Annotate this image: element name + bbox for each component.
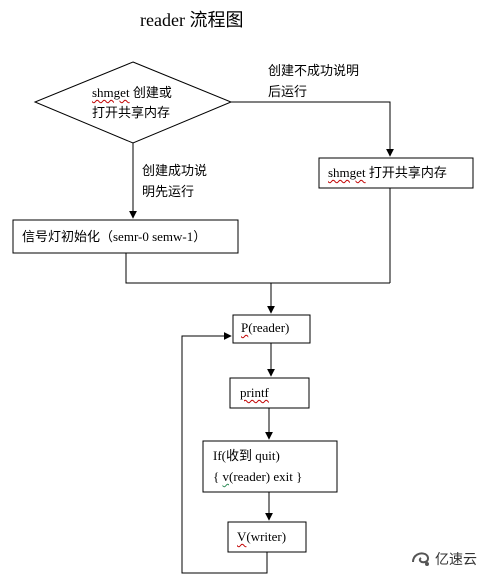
success-label-line1: 创建成功说 [142,163,208,178]
printf-text: printf [240,385,269,400]
fail-label-line1: 创建不成功说明 [268,63,360,78]
open-shm-box [318,157,474,189]
fail-label-line2: 后运行 [268,84,308,99]
decision-cmd: shmget [92,85,130,100]
open-shm-cmd: shmget [328,165,366,180]
sem-init-label: 信号灯初始化（semr-0 semw-1） [22,229,207,244]
v-writer-label: V(writer) [237,527,286,547]
page-title: reader 流程图 [140,10,244,30]
loop-back-edge [181,332,268,574]
v-writer-cmd: V [237,529,247,544]
if-line2-cmd: v [222,469,230,484]
p-reader-box [232,314,311,344]
watermark: 亿速云 [410,549,477,569]
v-writer-box [227,521,307,553]
p-reader-label: P(reader) [241,318,289,338]
p-reader-cmd: P [241,320,249,335]
p-reader-rest: (reader) [248,320,290,335]
decision-label-line2: 打开共享内存 [92,105,171,120]
if-line2-rest: (reader) exit } [229,469,303,484]
open-shm-label: shmget 打开共享内存 [328,163,447,183]
success-label-line2: 明先运行 [142,184,195,199]
decision-line1-rest: 创建或 [129,85,172,100]
open-shm-rest: 打开共享内存 [365,165,447,180]
fail-edge [231,101,394,157]
v-writer-rest: (writer) [246,529,287,544]
sem-init-merge-edge [125,253,390,284]
watermark-text: 亿速云 [435,552,477,568]
sem-init-box [12,219,239,254]
printf-box [229,377,310,409]
decision-label-line1: shmget 创建或 [92,83,172,103]
if-label-line2: { v(reader) exit } [213,467,302,487]
if-label-line1: If(收到 quit) [213,448,280,463]
yisu-logo-icon [410,550,432,568]
if-box [202,440,338,493]
printf-label: printf [240,383,269,403]
if-line2-open: { [213,469,223,484]
